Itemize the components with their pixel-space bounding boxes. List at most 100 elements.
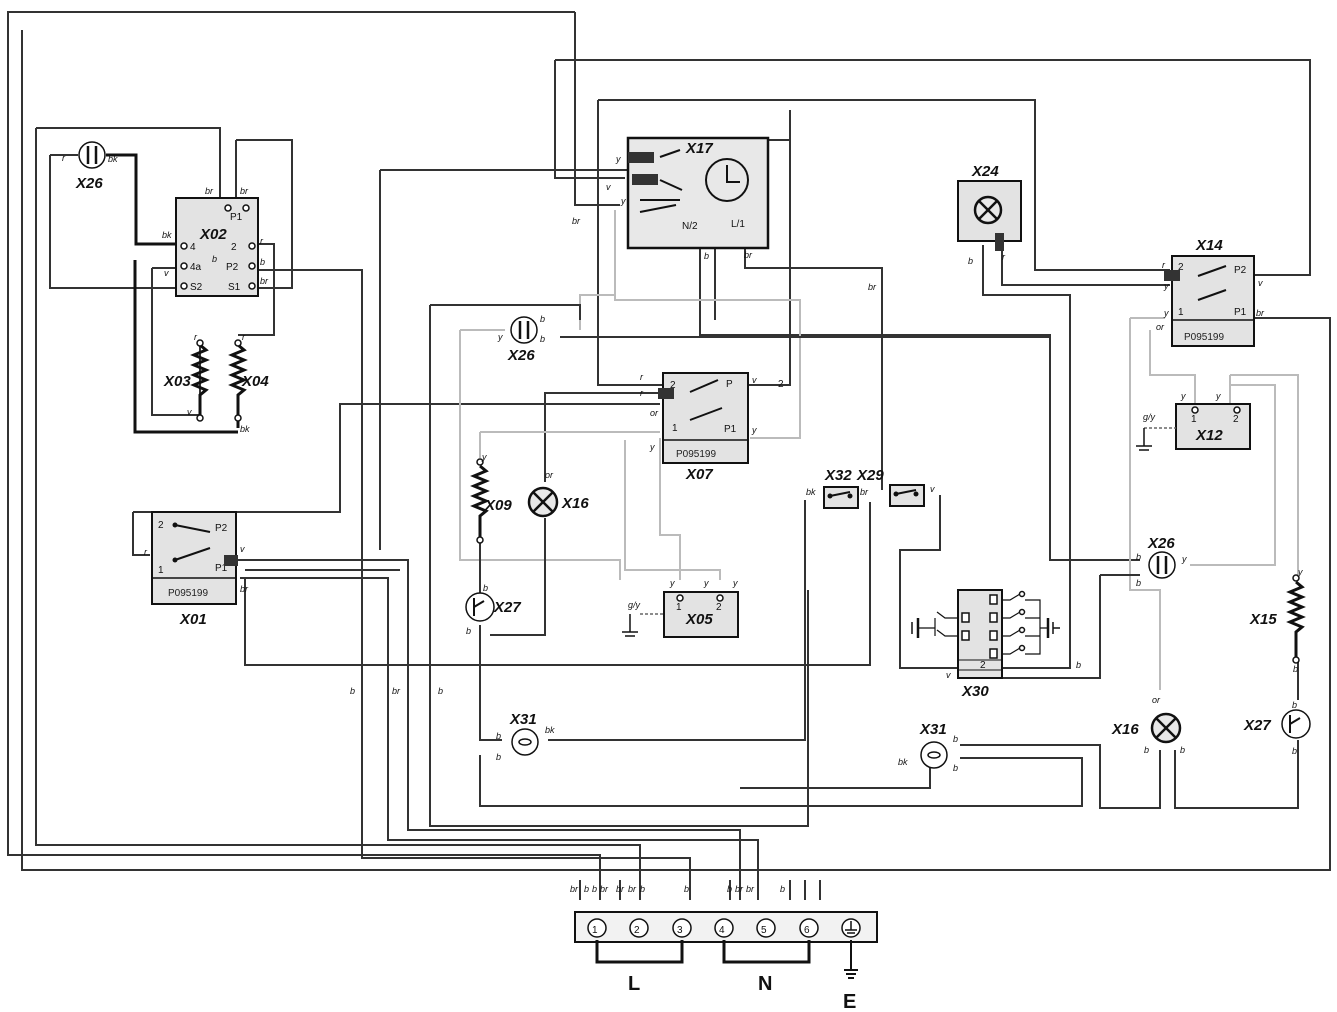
wire-code-b: b [1136,552,1141,562]
wire-code-b: b [1136,578,1141,588]
terminal-1: 1 [587,918,607,938]
x01-pin-1: 1 [158,565,164,576]
x27-label: X27 [493,599,521,616]
wire-code-br: br [240,584,249,594]
wire-code-b: b [727,884,732,894]
x02-pin-p1: P1 [230,212,243,223]
wire-code-br: br [746,884,755,894]
x24-label: X24 [971,163,999,180]
x07-pin-2: 2 [670,380,676,391]
wire-code-b: b [540,314,545,324]
wire-code-b: b [496,752,501,762]
wire-code-v: v [946,670,951,680]
wire-code-br: br [735,884,744,894]
wire-code-or: or [650,408,659,418]
x31-motor-right: X31 b b bk [898,721,958,773]
x31-label: X31 [509,711,537,728]
x14-switch: 2 P2 1 P1 P095199 X14 r y y or v br [1156,237,1265,347]
x07-switch: 2 P 1 P1 2 P095199 X07 r r or y v y [640,372,784,483]
x30-module: 2 X30 v b [911,589,1081,700]
wire-code-br: br [744,250,753,260]
x01-pin-p2: P2 [215,523,228,534]
terminal-4-label: 4 [719,925,725,936]
terminal-1-label: 1 [592,925,598,936]
terminal-3-label: 3 [677,925,683,936]
wire-code-labels: b br b br b b br br br b b b br br b [350,686,785,894]
wire-code-b: b [1292,746,1297,756]
x12-pin-2: 2 [1233,414,1239,425]
wire-code-r: r [640,372,644,382]
x14-pin-p2: P2 [1234,265,1247,276]
wire-code-bk: bk [545,725,555,735]
wire-code-b: b [780,884,785,894]
wire-code-y: y [703,578,709,588]
x07-pin-p: P [726,379,733,390]
wire-code-br: br [205,186,214,196]
wire-code-r: r [144,547,148,557]
x05-label: X05 [685,611,713,628]
wire-code-b: b [953,734,958,744]
wire-code-r: r [260,236,264,246]
x27-thermostat-middle: X27 b b [465,583,521,636]
terminal-5: 5 [756,918,776,938]
x04-heater: X04 r bk [228,332,269,434]
terminal-earth [841,918,861,938]
wire-code-r: r [1002,252,1006,262]
group-label-neutral: N [758,973,772,995]
wire-code-or: or [545,470,554,480]
wire-code-y: y [481,452,487,462]
terminal-4: 4 [714,918,734,938]
wire-code-y: y [497,332,503,342]
x16-lamp-middle: X16 or [527,470,589,518]
wire-code-b: b [496,731,501,741]
x32-label: X32 [824,467,852,484]
x17-timer: X17 N/2 L/1 y v y br b br br [572,136,877,292]
wire-code-br: br [570,884,579,894]
x02-pin-2: 2 [231,242,237,253]
wire-code-br: br [600,884,609,894]
wire-code-or: or [1156,322,1165,332]
wire-code-b: b [260,257,265,267]
wire-code-b: b [1293,664,1298,674]
wire-code-b: b [212,254,217,264]
terminal-2-label: 2 [634,925,640,936]
x07-pin-2-right: 2 [778,379,784,390]
x16-label: X16 [561,495,589,512]
wire-code-b: b [953,763,958,773]
wire-code-br: br [392,686,401,696]
terminal-2: 2 [629,918,649,938]
x30-label: X30 [961,683,989,700]
wire-code-r: r [640,388,644,398]
wire-code-v: v [930,484,935,494]
wire-code-gy: g/y [628,600,641,610]
x14-pin-2: 2 [1178,262,1184,273]
terminal-5-label: 5 [761,925,767,936]
terminal-3: 3 [672,918,692,938]
x01-pin-2: 2 [158,520,164,531]
wire-code-b: b [684,884,689,894]
x29-label: X29 [856,467,884,484]
wire-code-br: br [628,884,637,894]
wire-code-r: r [194,332,198,342]
x02-pin-4a: 4a [190,262,202,273]
wire-code-y: y [669,578,675,588]
wire-code-b: b [968,256,973,266]
x01-label: X01 [179,611,207,628]
wire-code-r: r [62,153,66,163]
x26-label: X26 [75,175,103,192]
wire-code-y: y [1215,391,1221,401]
wire-code-v: v [752,375,757,385]
x09-label: X09 [484,497,512,514]
x16-lamp-right: X16 or b b [1111,695,1185,755]
x31-motor-left: X31 b b bk [496,711,555,762]
x16-label: X16 [1111,721,1139,738]
wire-code-v: v [1258,278,1263,288]
x30-pin-2: 2 [980,660,986,671]
x02-pin-s1: S1 [228,282,241,293]
wire-code-bk: bk [240,424,250,434]
x32-switch: X32 bk br [806,467,869,509]
x02-pin-s2: S2 [190,282,203,293]
x07-part-number: P095199 [676,449,716,460]
x04-label: X04 [241,373,269,390]
